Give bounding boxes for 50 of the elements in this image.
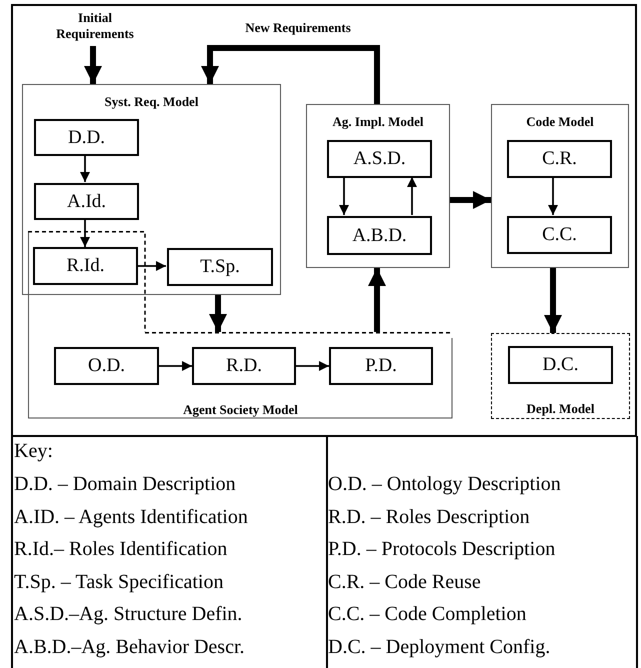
process-box: C.R. bbox=[507, 140, 612, 178]
group-box bbox=[491, 333, 630, 419]
key-entry: D.D. – Domain Description bbox=[14, 474, 236, 494]
process-box: T.Sp. bbox=[167, 248, 273, 286]
arrow bbox=[80, 155, 90, 182]
process-box: C.C. bbox=[507, 216, 612, 254]
key-entry: A.B.D.–Ag. Behavior Descr. bbox=[14, 637, 245, 657]
arrow bbox=[80, 219, 90, 247]
arrow bbox=[339, 177, 349, 215]
key-entry: A.ID. – Agents Identification bbox=[14, 506, 248, 527]
process-box: O.D. bbox=[54, 347, 159, 385]
group-title: Depl. Model bbox=[526, 401, 594, 417]
process-box: A.S.D. bbox=[327, 140, 432, 178]
key-entry: R.Id.– Roles Identification bbox=[14, 539, 228, 560]
process-box: A.Id. bbox=[34, 183, 139, 220]
process-box: D.D. bbox=[34, 119, 139, 156]
input-label: Initial Requirements bbox=[50, 10, 140, 46]
arrow bbox=[159, 361, 192, 371]
group-title: Agent Society Model bbox=[183, 402, 298, 418]
arrow bbox=[548, 177, 558, 215]
arrow bbox=[296, 361, 329, 371]
arrow bbox=[84, 46, 102, 84]
key-entry: C.R. – Code Reuse bbox=[328, 572, 481, 592]
group-title: Code Model bbox=[526, 114, 594, 130]
key-entry: O.D. – Ontology Description bbox=[328, 474, 561, 494]
process-box: R.D. bbox=[192, 347, 296, 385]
process-box: D.C. bbox=[508, 346, 613, 384]
group-box bbox=[306, 104, 450, 268]
key-entry: C.C. – Code Completion bbox=[328, 604, 526, 624]
edge-label: New Requirements bbox=[243, 20, 353, 36]
arrow bbox=[201, 45, 380, 104]
arrow bbox=[209, 295, 227, 332]
key-title: Key: bbox=[14, 441, 53, 461]
key-entry: R.D. – Roles Description bbox=[328, 506, 530, 527]
arrow bbox=[368, 268, 386, 332]
group-box bbox=[22, 84, 281, 295]
key-entry: T.Sp. – Task Specification bbox=[14, 572, 224, 592]
key-entry: P.D. – Protocols Description bbox=[328, 539, 556, 560]
arrow bbox=[544, 268, 562, 333]
group-title: Ag. Impl. Model bbox=[332, 114, 424, 130]
arrow bbox=[138, 261, 166, 271]
arrow bbox=[407, 177, 417, 215]
group-box bbox=[28, 332, 453, 419]
key-entry: A.S.D.–Ag. Structure Defin. bbox=[14, 604, 242, 624]
process-box: P.D. bbox=[329, 347, 433, 385]
arrow bbox=[450, 191, 491, 209]
group-box bbox=[491, 104, 629, 268]
key-entry: D.C. – Deployment Config. bbox=[328, 637, 550, 657]
group-title: Syst. Req. Model bbox=[104, 94, 198, 110]
process-box: A.B.D. bbox=[327, 216, 432, 255]
